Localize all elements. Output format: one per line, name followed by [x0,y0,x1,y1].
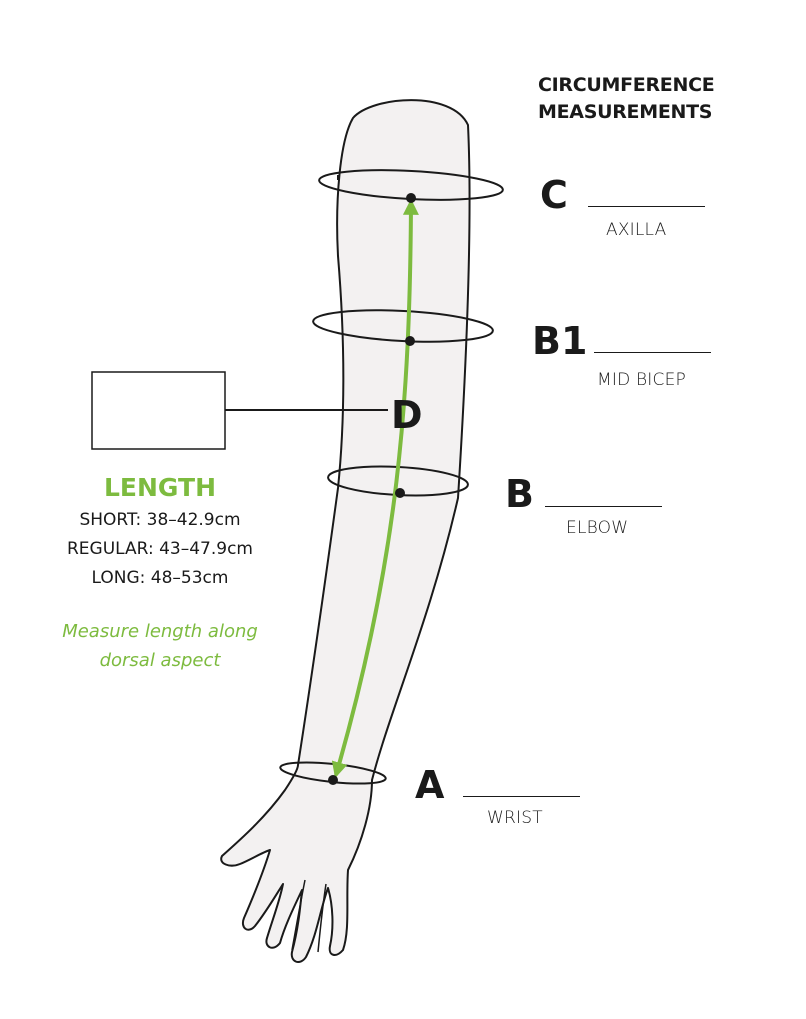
point-c-dot [406,193,416,203]
length-title: LENGTH [104,473,216,502]
length-entry-box[interactable] [91,371,226,450]
point-b-dot [395,488,405,498]
length-note-line1: Measure length along [62,621,258,642]
point-c-label: C [540,173,568,217]
mid-bicep-measurement-field[interactable] [594,352,711,353]
point-b-label: B [505,472,534,516]
point-d-label: D [391,393,423,437]
finger-crease [317,883,327,953]
elbow-measurement-field[interactable] [545,506,662,507]
length-short: SHORT: 38–42.9cm [79,510,241,530]
length-long: LONG: 48–53cm [91,568,229,588]
axilla-caption: AXILLA [606,220,667,240]
point-b1-label: B1 [532,319,588,363]
axilla-measurement-field[interactable] [588,206,705,207]
point-a-dot [328,775,338,785]
mid-bicep-caption: MID BICEP [597,370,686,390]
length-regular: REGULAR: 43–47.9cm [67,539,253,559]
length-note-line2: dorsal aspect [99,650,221,671]
finger-crease [291,879,306,951]
elbow-caption: ELBOW [566,518,629,538]
point-a-label: A [415,763,445,807]
circumference-heading-line2: MEASUREMENTS [538,101,713,123]
point-b1-dot [405,336,415,346]
wrist-measurement-field[interactable] [463,796,580,797]
wrist-caption: WRIST [487,808,543,828]
circumference-heading-line1: CIRCUMFERENCE [538,74,715,96]
length-arrow [331,198,419,779]
